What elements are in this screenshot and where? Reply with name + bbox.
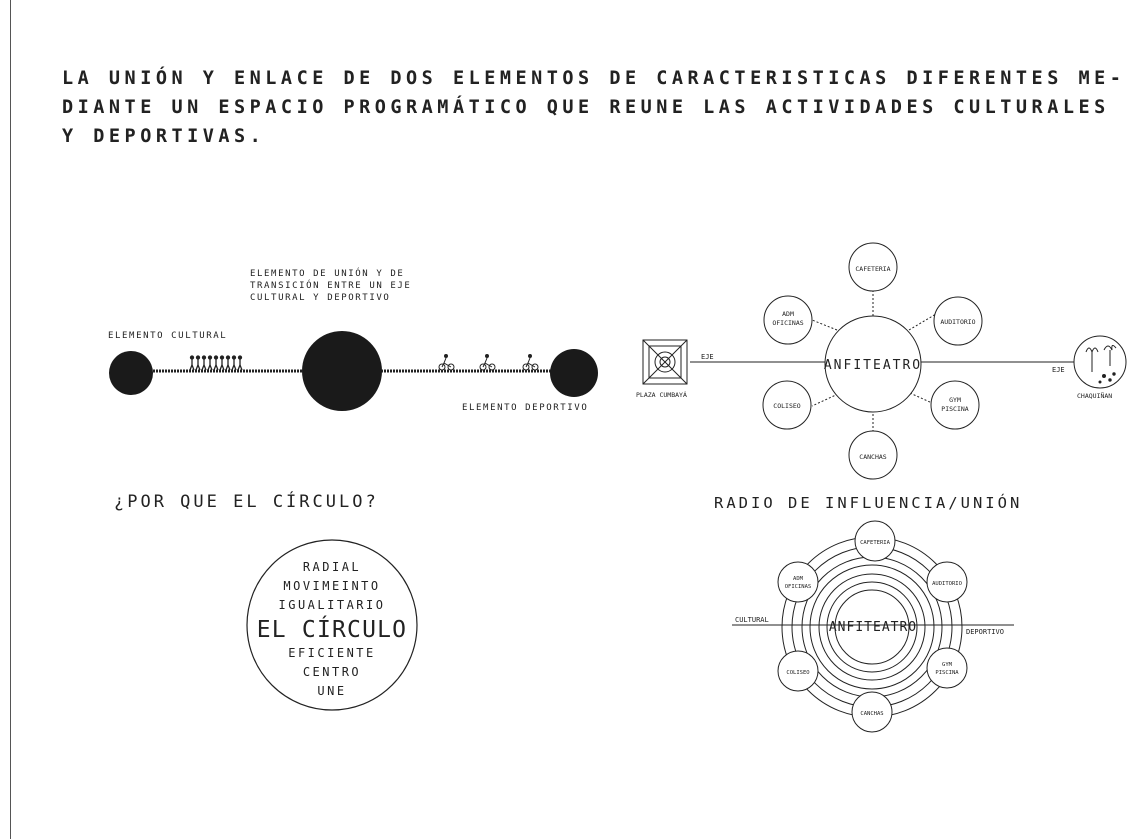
plaza-cumbaya-icon — [642, 339, 688, 385]
plaza-cumbaya-label: PLAZA CUMBAYÁ — [636, 390, 687, 399]
influence-pool-label: PISCINA — [935, 670, 959, 676]
connectors — [811, 290, 937, 432]
union-note-line-3: CULTURAL Y DEPORTIVO — [250, 293, 391, 303]
union-element-circle — [302, 331, 382, 411]
cafeteria-label: CAFETERIA — [855, 265, 890, 273]
headline-line-3: Y DEPORTIVAS. — [62, 126, 266, 147]
page-border-line — [10, 0, 11, 839]
program-center-label: ANFITEATRO — [824, 358, 922, 373]
cyclist-icon-3 — [522, 354, 539, 371]
walking-people-icon — [189, 355, 243, 371]
influence-admin-node — [777, 561, 819, 603]
sports-element-circle — [550, 349, 598, 397]
influence-coliseum-label: COLISEO — [786, 670, 809, 676]
influence-auditorium-label: AUDITORIO — [932, 581, 962, 587]
headline-line-2: DIANTE UN ESPACIO PROGRAMÁTICO QUE REUNE… — [62, 97, 1110, 118]
word-efficient: EFICIENTE — [288, 646, 376, 660]
word-movement: MOVIMEINTO — [283, 579, 380, 593]
cafeteria-node — [848, 242, 898, 292]
union-note-line-2: TRANSICIÓN ENTRE UN EJE — [250, 281, 412, 291]
influence-auditorium-node — [926, 561, 968, 603]
chaquinan-trees-icon — [1073, 335, 1127, 389]
gym-label: GYM — [949, 396, 961, 404]
admin-offices-node — [763, 295, 813, 345]
pool-label: PISCINA — [941, 405, 968, 413]
influence-admin-label: ADM — [793, 576, 804, 582]
cultural-element-circle — [109, 351, 153, 395]
word-radial: RADIAL — [303, 560, 361, 574]
word-egalitarian: IGUALITARIO — [279, 598, 386, 612]
why-circle-title: ¿POR QUE EL CÍRCULO? — [114, 492, 379, 512]
word-center: CENTRO — [303, 665, 361, 679]
influence-cafeteria-label: CAFETERIA — [860, 540, 890, 546]
cyclist-icon-1 — [438, 354, 455, 371]
influence-courts-label: CANCHAS — [860, 711, 883, 717]
courts-node — [848, 430, 898, 480]
axis-left-label: EJE — [701, 353, 714, 361]
influence-center-label: ANFITEATRO — [829, 620, 917, 635]
chaquinan-label: CHAQUIÑAN — [1077, 391, 1112, 400]
admin-label: ADM — [782, 310, 794, 318]
gym-pool-node — [930, 380, 980, 430]
word-unites: UNE — [317, 684, 346, 698]
influence-title: RADIO DE INFLUENCIA/UNIÓN — [714, 494, 1023, 512]
headline-line-1: LA UNIÓN Y ENLACE DE DOS ELEMENTOS DE CA… — [62, 68, 1126, 89]
word-the-circle: EL CÍRCULO — [257, 615, 407, 643]
courts-label: CANCHAS — [859, 453, 886, 461]
union-note: ELEMENTO DE UNIÓN Y DE TRANSICIÓN ENTRE … — [250, 268, 411, 304]
axis-right-label: EJE — [1052, 366, 1065, 374]
cultural-element-label: ELEMENTO CULTURAL — [108, 331, 228, 341]
main-circle — [246, 539, 418, 711]
influence-courts-node — [851, 691, 893, 733]
auditorium-node — [933, 296, 983, 346]
influence-offices-label: OFICINAS — [785, 584, 812, 590]
influence-cafeteria-node — [854, 520, 896, 562]
influence-coliseum-node — [777, 650, 819, 692]
sports-element-label: ELEMENTO DEPORTIVO — [462, 403, 589, 413]
influence-gym-label: GYM — [942, 662, 953, 668]
influence-sports-label: DEPORTIVO — [966, 628, 1004, 636]
auditorium-label: AUDITORIO — [940, 318, 975, 326]
influence-gym-node — [926, 647, 968, 689]
amphitheater-circle — [824, 315, 922, 413]
influence-cultural-label: CULTURAL — [735, 616, 769, 624]
union-note-line-1: ELEMENTO DE UNIÓN Y DE — [250, 269, 405, 279]
coliseum-node — [762, 380, 812, 430]
offices-label: OFICINAS — [772, 319, 803, 327]
coliseum-label: COLISEO — [773, 402, 800, 410]
cyclist-icon-2 — [479, 354, 496, 371]
headline: LA UNIÓN Y ENLACE DE DOS ELEMENTOS DE CA… — [62, 64, 1142, 151]
